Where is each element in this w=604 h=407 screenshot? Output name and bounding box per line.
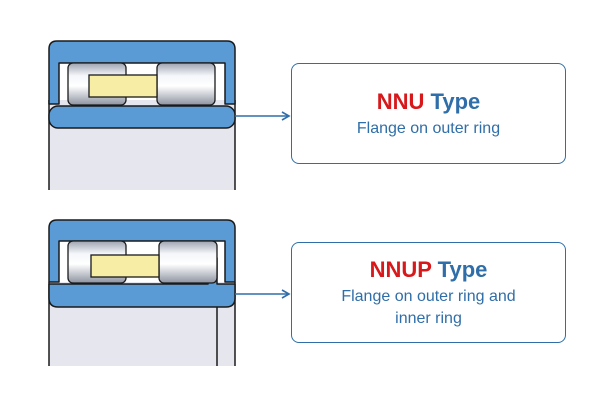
nnup-type-description-line-2: inner ring bbox=[395, 309, 462, 327]
nnu-cage bbox=[88, 74, 158, 98]
nnu-roller-right bbox=[156, 62, 216, 106]
nnu-type-title: NNU Type bbox=[377, 88, 481, 116]
nnup-type-code: NNUP bbox=[369, 256, 432, 282]
nnup-type-description-line-1: Flange on outer ring and bbox=[341, 287, 516, 305]
nnu-type-description: Flange on outer ring bbox=[356, 119, 501, 137]
nnup-type-title: NNUP Type bbox=[370, 256, 488, 284]
nnu-type-word: Type bbox=[430, 88, 481, 114]
nnup-type-word: Type bbox=[437, 256, 488, 282]
nnup-inner-ring bbox=[48, 257, 236, 308]
nnup-roller-right bbox=[158, 240, 218, 284]
nnu-type-code: NNU bbox=[376, 88, 425, 114]
nnu-outer-ring bbox=[48, 40, 236, 105]
nnu-type-card: NNU Type Flange on outer ring bbox=[291, 63, 566, 164]
nnup-type-card: NNUP Type Flange on outer ring and inner… bbox=[291, 242, 566, 343]
nnu-inner-ring bbox=[48, 105, 236, 129]
nnup-outer-ring bbox=[48, 219, 236, 283]
nnup-bearing bbox=[48, 219, 291, 366]
nnup-cage bbox=[90, 254, 160, 278]
nnu-bearing bbox=[48, 40, 291, 190]
